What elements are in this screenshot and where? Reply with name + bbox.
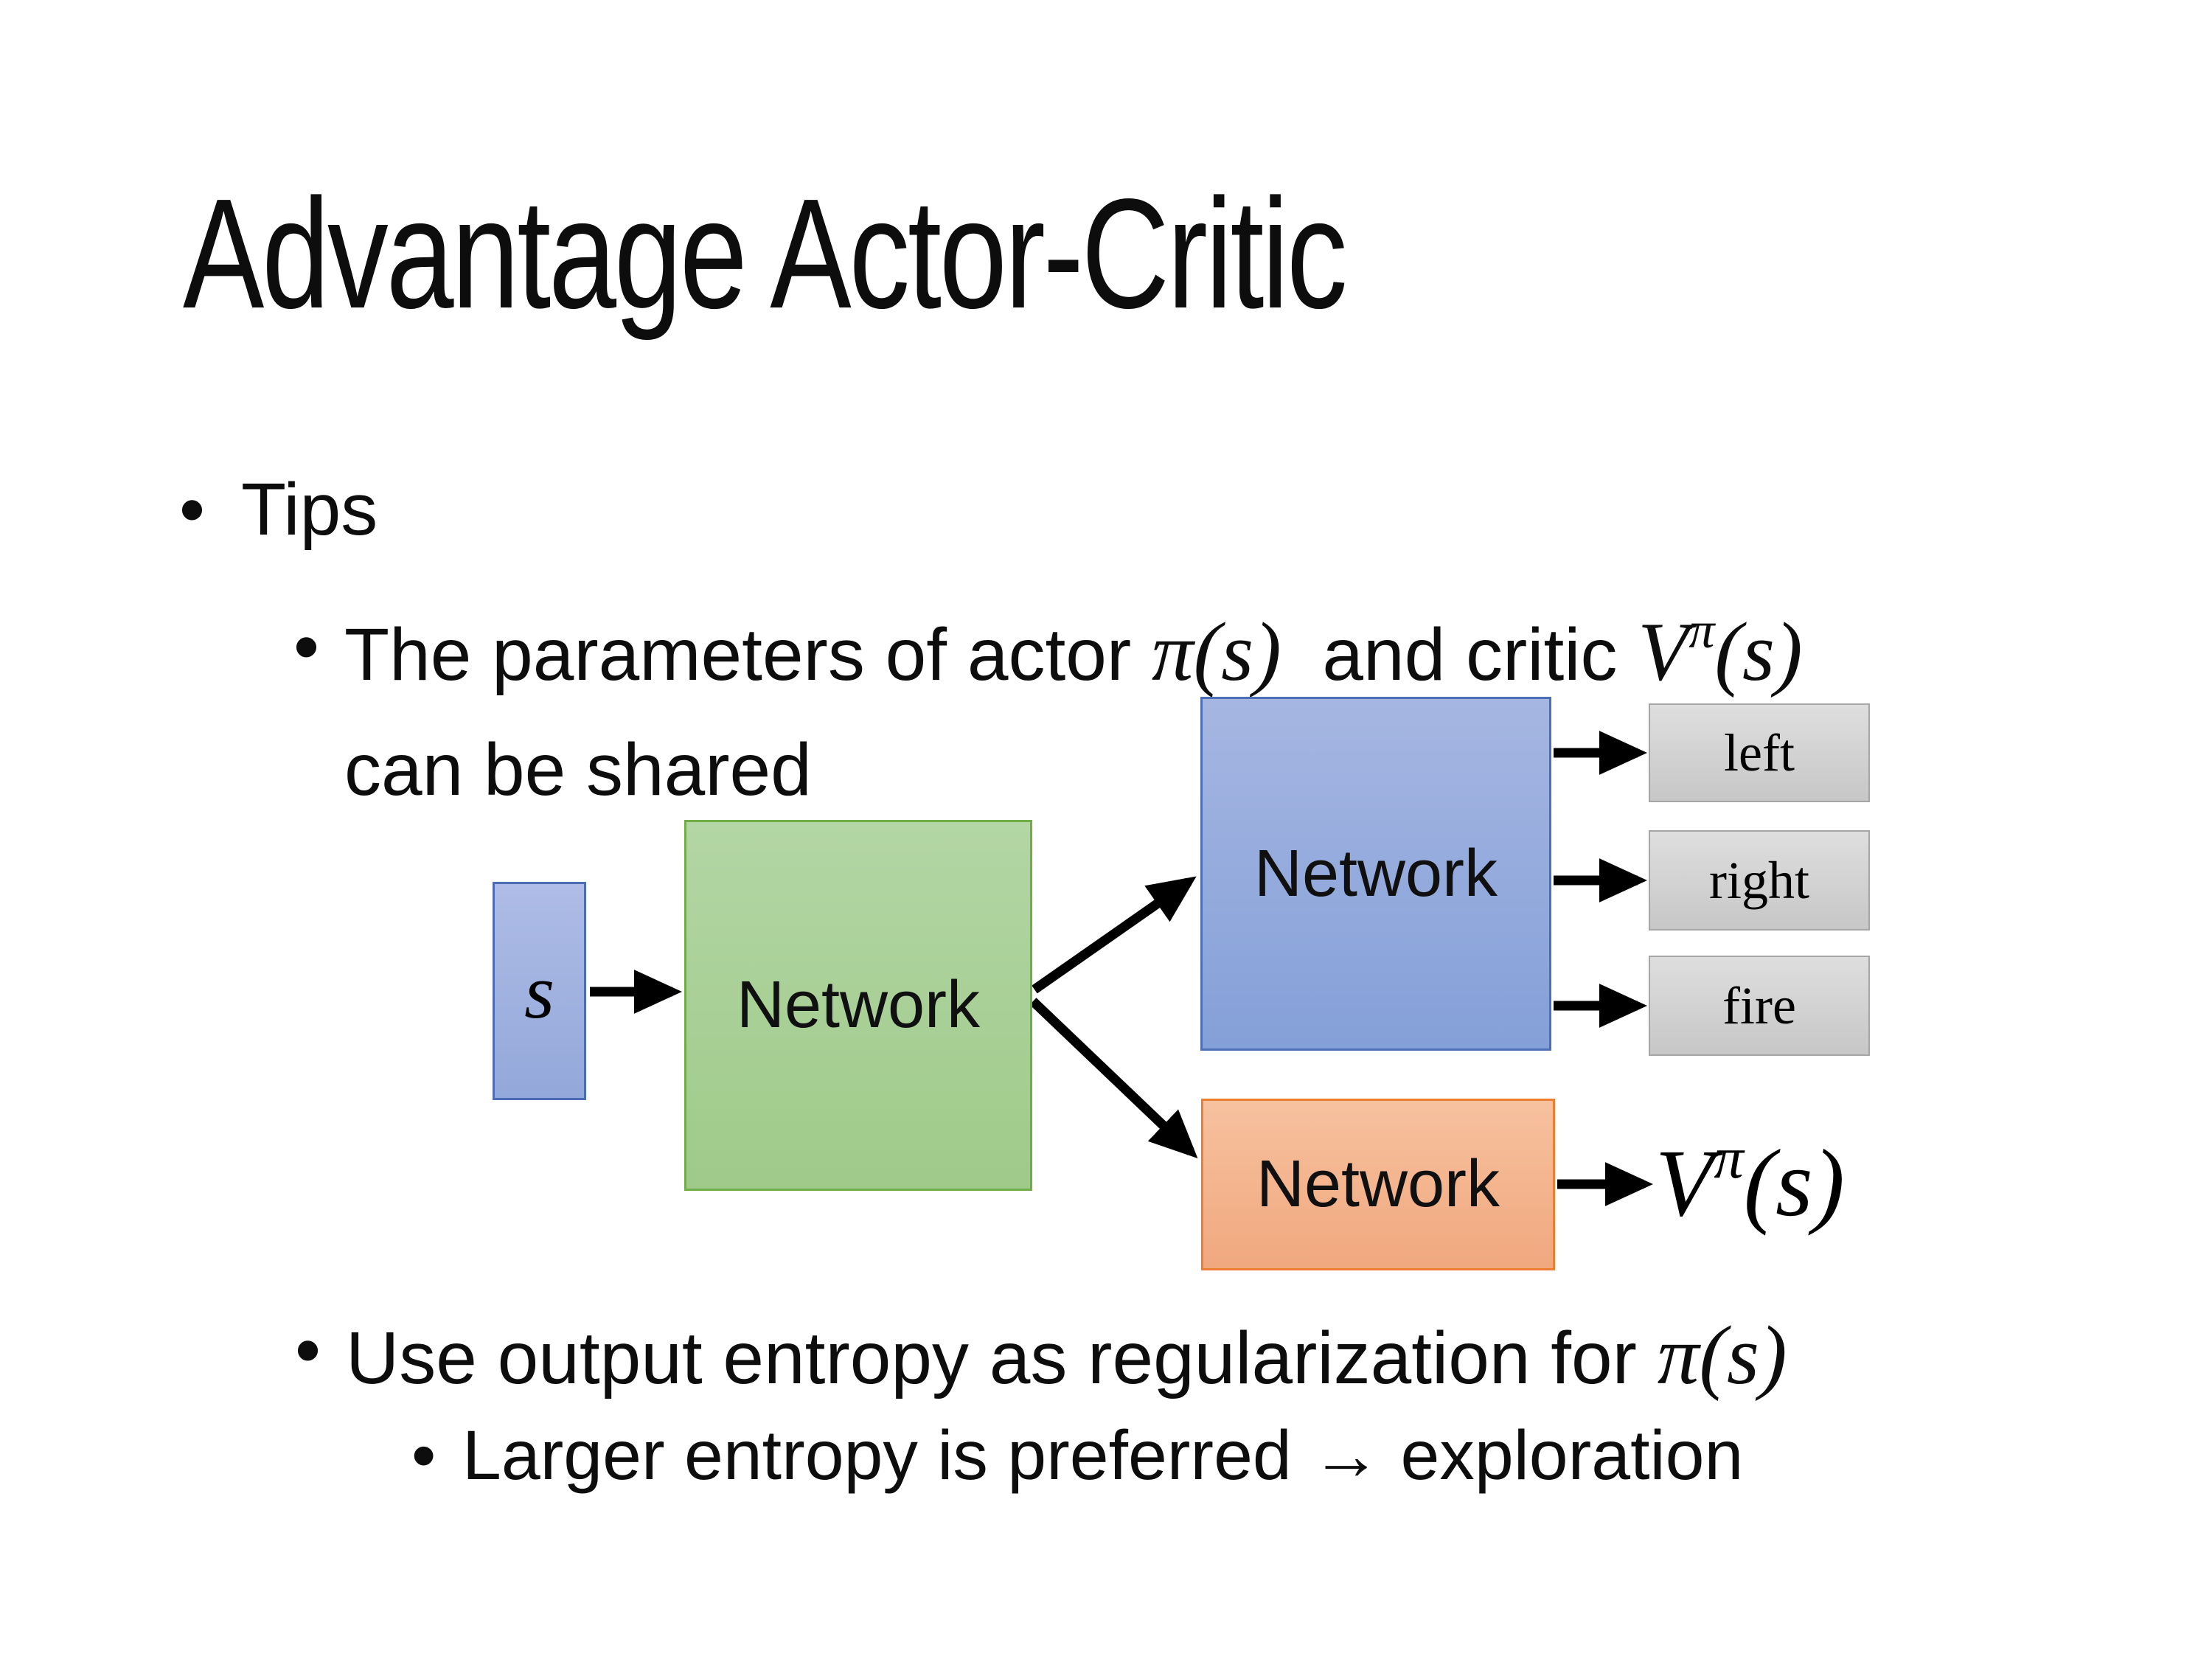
exploration-text: Larger entropy is preferred → exploratio… [462, 1416, 1744, 1495]
critic-value-base: V [1638, 606, 1689, 698]
bullet-line-tips: • Tips [179, 466, 378, 553]
bullet-line-exploration: • Larger entropy is preferred → explorat… [411, 1414, 1743, 1497]
value-output-base: V [1655, 1130, 1714, 1237]
actor-policy-math: π(s) [1151, 606, 1281, 698]
actor-network-box: Network [1200, 697, 1551, 1051]
arrow-shared-to-actor-network [1032, 876, 1197, 994]
bullet-line-entropy: • Use output entropy as regularization f… [295, 1307, 1787, 1405]
critic-network-box: Network [1201, 1099, 1555, 1270]
parameters-text-mid: and critic [1281, 613, 1638, 696]
bullet-line-parameters: • The parameters of actor π(s) and criti… [293, 603, 1803, 701]
critic-value-math: Vπ(s) [1638, 605, 1803, 698]
tips-text: Tips [241, 468, 378, 551]
critic-value-args: (s) [1714, 606, 1803, 698]
value-output-sup: π [1714, 1125, 1744, 1192]
policy-math: π(s) [1657, 1310, 1787, 1402]
bullet-marker: • [295, 1309, 321, 1391]
page-title: Advantage Actor-Critic [183, 166, 1348, 341]
bullet-line-parameters-wrap: can be shared [344, 726, 812, 813]
can-be-shared-text: can be shared [344, 728, 812, 811]
value-output-text: Vπ(s) [1655, 1121, 1845, 1246]
bullet-marker: • [411, 1416, 437, 1495]
value-output-args: (s) [1743, 1130, 1845, 1237]
shared-network-box: Network [684, 820, 1032, 1191]
action-label-right: right [1709, 850, 1809, 910]
entropy-text: Use output entropy as regularization for… [346, 1307, 1787, 1405]
action-box-right: right [1649, 830, 1870, 931]
critic-value-sup: π [1688, 602, 1715, 659]
parameters-text-pre: The parameters of actor [344, 613, 1152, 696]
shared-network-label: Network [736, 968, 981, 1042]
bullet-marker: • [179, 468, 206, 551]
parameters-text: The parameters of actor π(s) and critic … [344, 603, 1803, 701]
value-output-math: Vπ(s) [1655, 1128, 1845, 1239]
entropy-text-pre: Use output entropy as regularization for [346, 1317, 1658, 1399]
critic-network-label: Network [1256, 1147, 1500, 1221]
state-label: s [524, 947, 554, 1034]
actor-network-label: Network [1253, 836, 1498, 911]
bullet-marker: • [293, 605, 320, 688]
arrow-shared-to-critic-network [1029, 998, 1198, 1158]
action-label-fire: fire [1722, 975, 1796, 1035]
action-box-fire: fire [1649, 956, 1870, 1056]
state-input-box: s [493, 882, 586, 1100]
action-label-left: left [1724, 723, 1795, 782]
action-box-left: left [1649, 703, 1870, 802]
